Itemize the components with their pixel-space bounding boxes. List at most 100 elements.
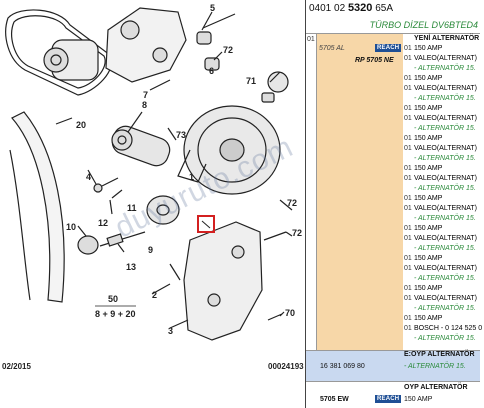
diagram-drawing — [5, 7, 293, 341]
line-text: VALEO(ALTERNAT) — [414, 175, 478, 182]
part-number-70[interactable]: 70 — [285, 308, 296, 318]
parts-line: - ALTERNATÖR 15. — [404, 274, 484, 284]
part-number-71[interactable]: 71 — [246, 76, 257, 86]
row-qty: 01 — [307, 36, 315, 43]
line-text: VALEO(ALTERNAT) — [414, 85, 478, 92]
part-number-72[interactable]: 72 — [223, 45, 234, 55]
reach-badge-2: REACH — [375, 395, 402, 403]
line-qty: 01 — [404, 195, 412, 202]
part-number-10[interactable]: 10 — [66, 222, 77, 232]
part-number-72b[interactable]: 72 — [292, 228, 303, 238]
line-text: YENİ ALTERNATÖR — [414, 35, 480, 42]
line-text: VALEO(ALTERNAT) — [414, 115, 478, 122]
line-text: 150 AMP — [414, 285, 443, 292]
parts-list-panel: 0401 02 5320 65A TÜRBO DİZEL DV6BTED4 01… — [306, 0, 483, 408]
blue-head: E:OYP ALTERNATÖR — [404, 351, 475, 358]
line-qty: 01 — [404, 235, 412, 242]
line-text: VALEO(ALTERNAT) — [414, 55, 478, 62]
blue-part-number[interactable]: 16 381 069 80 — [320, 363, 365, 370]
column-b — [317, 34, 403, 350]
parts-line: - ALTERNATÖR 15. — [404, 124, 484, 134]
line-text: VALEO(ALTERNAT) — [414, 235, 478, 242]
reach-badge: REACH — [375, 44, 402, 52]
line-text: - ALTERNATÖR 15. — [414, 65, 476, 72]
line-text: 150 AMP — [414, 105, 443, 112]
line-text: 150 AMP — [414, 315, 443, 322]
panel-divider — [305, 0, 306, 408]
line-text: - ALTERNATÖR 15. — [414, 275, 476, 282]
line-qty: 01 — [404, 205, 412, 212]
line-text: VALEO(ALTERNAT) — [414, 145, 478, 152]
line-text: - ALTERNATÖR 15. — [414, 245, 476, 252]
part-number-11[interactable]: 11 — [127, 203, 137, 213]
blue-sub: - ALTERNATÖR 15. — [404, 363, 466, 370]
parts-line: - ALTERNATÖR 15. — [404, 154, 484, 164]
line-text: - ALTERNATÖR 15. — [414, 125, 476, 132]
ref-prefix: 0401 02 — [309, 3, 346, 14]
part-number-72c[interactable]: 72 — [287, 198, 298, 208]
footer-date: 02/2015 — [2, 362, 31, 371]
line-qty: 01 — [404, 55, 412, 62]
selected-row[interactable] — [306, 350, 480, 382]
part-number-4[interactable]: 4 — [86, 172, 92, 182]
part-number-20[interactable]: 20 — [76, 120, 87, 130]
parts-line: - ALTERNATÖR 15. — [404, 334, 484, 344]
line-qty: 01 — [404, 145, 412, 152]
column-c — [403, 34, 480, 350]
part-number-13[interactable]: 13 — [126, 262, 137, 272]
line-qty: 01 — [404, 105, 412, 112]
line-text: 150 AMP — [414, 255, 443, 262]
part-number-8[interactable]: 8 — [142, 100, 148, 110]
part-number-3[interactable]: 3 — [168, 326, 174, 336]
line-text: 150 AMP — [414, 45, 443, 52]
line-qty: 01 — [404, 175, 412, 182]
part-number-9[interactable]: 9 — [148, 245, 154, 255]
part-number-73[interactable]: 73 — [176, 130, 187, 140]
line-text: VALEO(ALTERNAT) — [414, 295, 478, 302]
line-qty: 01 — [404, 165, 412, 172]
footer-code: 00024193 — [268, 362, 304, 371]
parts-line: - ALTERNATÖR 15. — [404, 184, 484, 194]
line-text: VALEO(ALTERNAT) — [414, 205, 478, 212]
reference-header: 0401 02 5320 65A — [306, 0, 483, 16]
line-text: 150 AMP — [414, 75, 443, 82]
line-qty: 01 — [404, 255, 412, 262]
item-code[interactable]: 5705 AL — [319, 45, 345, 52]
part-number-6[interactable]: 6 — [209, 66, 215, 76]
part-number-12[interactable]: 12 — [98, 218, 109, 228]
line-text: VALEO(ALTERNAT) — [414, 265, 478, 272]
line-text: 150 AMP — [414, 165, 443, 172]
part-number-2[interactable]: 2 — [152, 290, 158, 300]
line-text: - ALTERNATÖR 15. — [414, 95, 476, 102]
line-qty: 01 — [404, 265, 412, 272]
line-text: - ALTERNATÖR 15. — [414, 305, 476, 312]
line-qty: 01 — [404, 85, 412, 92]
line-qty: 01 — [404, 315, 412, 322]
part-number-5[interactable]: 5 — [210, 3, 216, 13]
line-text: 150 AMP — [414, 135, 443, 142]
line-qty: 01 — [404, 225, 412, 232]
part-number-1[interactable]: 1 — [189, 172, 195, 182]
rp-code[interactable]: RP 5705 NE — [355, 57, 394, 64]
line-text: BOSCH - 0 124 525 0 — [414, 325, 483, 332]
part-number-7[interactable]: 7 — [143, 90, 149, 100]
engine-subtitle: TÜRBO DİZEL DV6BTED4 — [306, 16, 480, 34]
part-formula: 8 + 9 + 20 — [95, 309, 136, 319]
line-qty: 01 — [404, 45, 412, 52]
parts-line: - ALTERNATÖR 15. — [404, 244, 484, 254]
part-number-50[interactable]: 50 — [108, 294, 119, 304]
tail-ref[interactable]: 5705 EW — [320, 396, 349, 403]
